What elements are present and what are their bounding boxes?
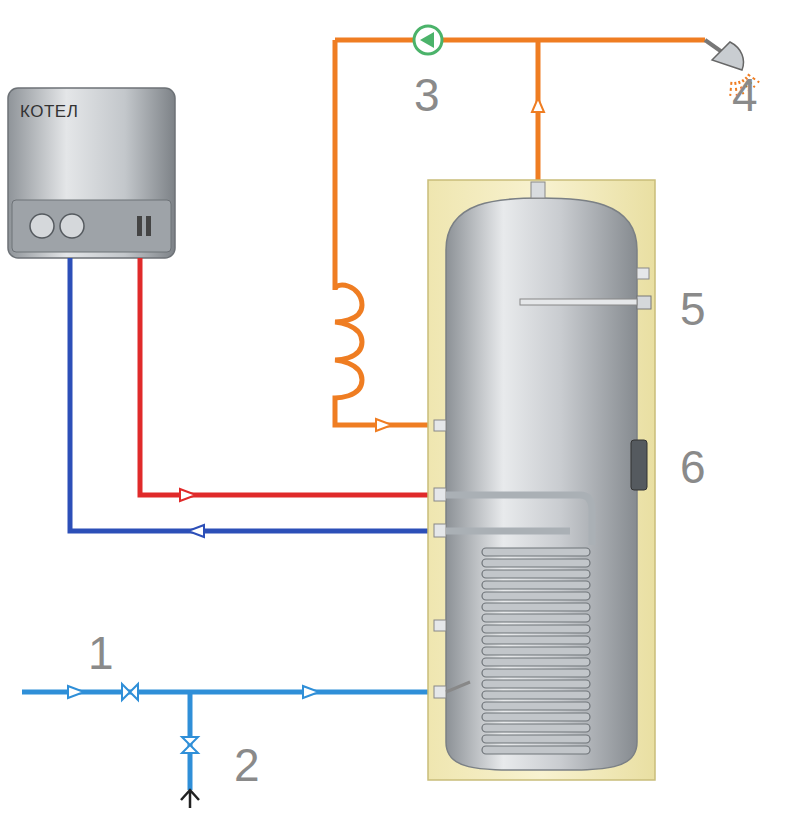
coil-winding (482, 570, 590, 578)
flow-arrow (180, 489, 196, 501)
circulation-pump (414, 26, 442, 54)
flow-arrow (188, 525, 204, 537)
coil-winding (482, 724, 590, 732)
coil-winding (482, 614, 590, 622)
coil-winding (482, 559, 590, 567)
callout-number: 2 (234, 742, 260, 788)
flow-arrow (303, 686, 319, 698)
coil-winding (482, 581, 590, 589)
coil-winding (482, 680, 590, 688)
coil-winding (482, 603, 590, 611)
coil-winding (482, 636, 590, 644)
flow-arrow (376, 419, 392, 431)
coil-winding (482, 647, 590, 655)
callout-number: 3 (414, 72, 440, 118)
boiler: КОТЕЛ (8, 88, 175, 198)
flow-arrow (68, 686, 84, 698)
callout-number: 1 (88, 630, 114, 676)
callout-number: 6 (680, 444, 706, 490)
coil-winding (482, 625, 590, 633)
coil-winding (482, 691, 590, 699)
storage-tank (428, 180, 655, 780)
coil-winding (482, 735, 590, 743)
cold-water-pipe (22, 692, 445, 790)
boiler-pipes (70, 258, 445, 531)
node-title: КОТЕЛ (20, 102, 163, 122)
callout-number: 5 (680, 286, 706, 332)
coil-winding (482, 658, 590, 666)
boiler-body (8, 88, 175, 258)
coil-winding (482, 702, 590, 710)
drain-valve (182, 737, 198, 753)
coil-winding (482, 592, 590, 600)
shutoff-valve (122, 684, 138, 700)
coil-winding (482, 713, 590, 721)
drain-symbol (181, 790, 199, 808)
flow-arrow (532, 98, 544, 112)
callout-number: 4 (732, 72, 758, 118)
coil-winding (482, 548, 590, 556)
coil-winding (482, 669, 590, 677)
coil-winding (482, 746, 590, 754)
